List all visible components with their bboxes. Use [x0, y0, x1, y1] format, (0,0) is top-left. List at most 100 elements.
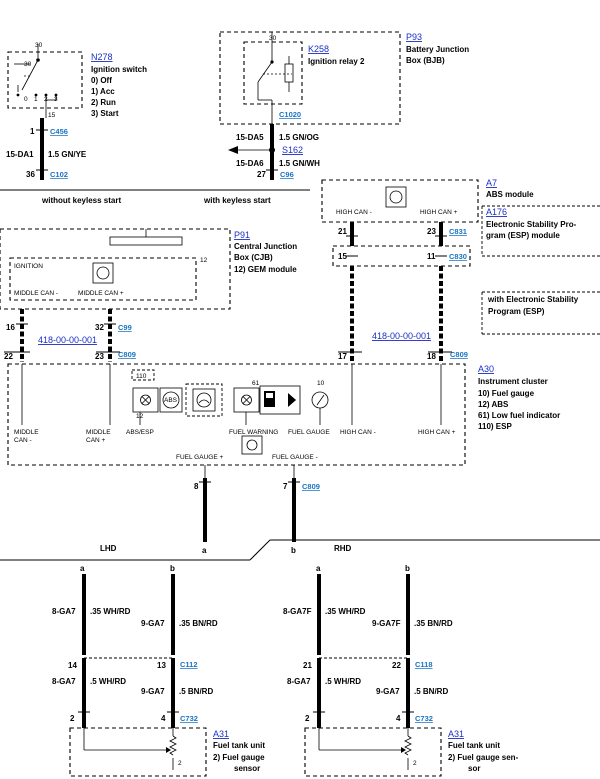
circuit-15-da1: 15-DA1 [6, 150, 34, 159]
esp-pin-11: 11 [427, 252, 436, 261]
c732-connector-rhd[interactable]: C732 [415, 714, 433, 723]
cluster-item-61: 61) Low fuel indicator [478, 411, 560, 420]
c809-connector-right[interactable]: C809 [450, 350, 468, 359]
cjb-pin-32: 32 [95, 323, 104, 332]
fuel-gauge-icon [311, 391, 329, 409]
pin-30-label: 30 [35, 42, 43, 49]
lhd-b: b [170, 564, 175, 573]
cluster-pin-17: 17 [338, 352, 347, 361]
c99-connector[interactable]: C99 [118, 323, 132, 332]
s162-ref[interactable]: S162 [282, 145, 303, 155]
ref-418-left[interactable]: 418-00-00-001 [38, 335, 97, 345]
cluster-out-pin-8: 8 [194, 482, 199, 491]
cl-abs-esp: ABS/ESP [126, 429, 154, 436]
lhd-pin-4: 4 [161, 714, 166, 723]
rhd-wire-b1: .35 BN/RD [414, 619, 453, 628]
module-icon [389, 190, 403, 204]
abs-pin-21: 21 [338, 227, 347, 236]
cluster-module-icon [246, 439, 258, 451]
c809-connector-left[interactable]: C809 [118, 350, 136, 359]
cluster-pin-23: 23 [95, 352, 104, 361]
fuel-pump-icon [264, 391, 275, 407]
lhd-pin-13: 13 [157, 661, 166, 670]
esp-note-1: with Electronic Stability [487, 295, 579, 304]
lhd-pin-14: 14 [68, 661, 77, 670]
c102-connector[interactable]: C102 [50, 170, 68, 179]
lhd-pin-2: 2 [70, 714, 75, 723]
k258-ref[interactable]: K258 [308, 44, 329, 54]
resistor-icon [404, 735, 412, 756]
ignition-switch-n278: 30 30 0 1 2 3 15 [7, 42, 83, 119]
c112-connector[interactable]: C112 [180, 660, 198, 669]
gem-module-icon [96, 266, 110, 280]
c1020-connector[interactable]: C1020 [279, 110, 301, 119]
branch-a: a [202, 546, 207, 555]
cluster-item-10: 10) Fuel gauge [478, 389, 535, 398]
abs-high-can-minus: HIGH CAN - [336, 209, 372, 216]
a176-ref[interactable]: A176 [486, 207, 507, 217]
cjb-pin-16: 16 [6, 323, 15, 332]
cl-fuel-gauge-plus: FUEL GAUGE + [176, 454, 223, 461]
rhd-pin-4: 4 [396, 714, 401, 723]
cl-fuel-gauge: FUEL GAUGE [288, 429, 330, 436]
a30-ref[interactable]: A30 [478, 364, 494, 374]
a31-ref-lhd[interactable]: A31 [213, 729, 229, 739]
ref-418-right[interactable]: 418-00-00-001 [372, 331, 431, 341]
c830-connector[interactable]: C830 [449, 252, 467, 261]
lhd-wire-b1: .35 BN/RD [179, 619, 218, 628]
circuit-15-da5: 15-DA5 [236, 133, 264, 142]
bjb-title-1: Battery Junction [406, 45, 469, 54]
p93-ref[interactable]: P93 [406, 32, 422, 42]
abs-pin-23: 23 [427, 227, 436, 236]
resistor-icon [169, 735, 177, 756]
rhd-pin-22: 22 [392, 661, 401, 670]
cjb-ignition-label: IGNITION [14, 263, 43, 270]
lhd-wire-a2: .5 WH/RD [90, 677, 126, 686]
esp-title-2: gram (ESP) module [486, 231, 560, 240]
rhd-wire-a1: .35 WH/RD [325, 607, 366, 616]
rhd-circuit-a2: 8-GA7 [287, 677, 311, 686]
c96-pin: 27 [257, 170, 266, 179]
cluster-title: Instrument cluster [478, 377, 548, 386]
lhd-section: a b 8-GA7 .35 WH/RD 9-GA7 .35 BN/RD 14 1… [52, 564, 218, 777]
rhd-pot-pin-2: 2 [413, 760, 417, 767]
wire-gn-og: 1.5 GN/OG [279, 133, 319, 142]
c118-connector[interactable]: C118 [415, 660, 433, 669]
lhd-unit-title: Fuel tank unit [213, 741, 265, 750]
esp-title-1: Electronic Stability Pro- [486, 220, 577, 229]
lhd-unit-item-1: 2) Fuel gauge [213, 753, 265, 762]
abs-high-can-plus: HIGH CAN + [420, 209, 458, 216]
lhd-circuit-a1: 8-GA7 [52, 607, 76, 616]
p91-ref[interactable]: P91 [234, 230, 250, 240]
lhd-circuit-b2: 9-GA7 [141, 687, 165, 696]
n278-title: Ignition switch [91, 65, 147, 74]
c809-connector-out[interactable]: C809 [302, 482, 320, 491]
rhd-a: a [316, 564, 321, 573]
cluster-item-12: 12) ABS [478, 400, 509, 409]
cl-high-can-plus: HIGH CAN + [418, 429, 456, 436]
lhd-wire-b2: .5 BN/RD [179, 687, 213, 696]
rhd-unit-title: Fuel tank unit [448, 741, 500, 750]
lhd-label: LHD [100, 544, 117, 553]
n278-ref[interactable]: N278 [91, 52, 113, 62]
n278-pos-0: 0) Off [91, 76, 112, 85]
c456-connector[interactable]: C456 [50, 127, 68, 136]
a7-ref[interactable]: A7 [486, 178, 497, 188]
c831-connector[interactable]: C831 [449, 227, 467, 236]
a31-ref-rhd[interactable]: A31 [448, 729, 464, 739]
wire-gn-wh: 1.5 GN/WH [279, 159, 320, 168]
pin-30-inner-label: 30 [24, 61, 32, 68]
rhd-circuit-a1: 8-GA7F [283, 607, 312, 616]
pos-1-label: 1 [34, 96, 38, 103]
esp-note-2: Program (ESP) [488, 307, 545, 316]
c96-connector[interactable]: C96 [280, 170, 294, 179]
lhd-unit-item-2: sensor [234, 764, 260, 773]
c732-connector-lhd[interactable]: C732 [180, 714, 198, 723]
cjb-title-2: Box (CJB) [234, 253, 273, 262]
branch-b: b [291, 546, 296, 555]
rhd-label: RHD [334, 544, 352, 553]
rhd-circuit-b2: 9-GA7 [376, 687, 400, 696]
rhd-b: b [405, 564, 410, 573]
lhd-pot-pin-2: 2 [178, 760, 182, 767]
pin-15-label: 15 [48, 112, 56, 119]
